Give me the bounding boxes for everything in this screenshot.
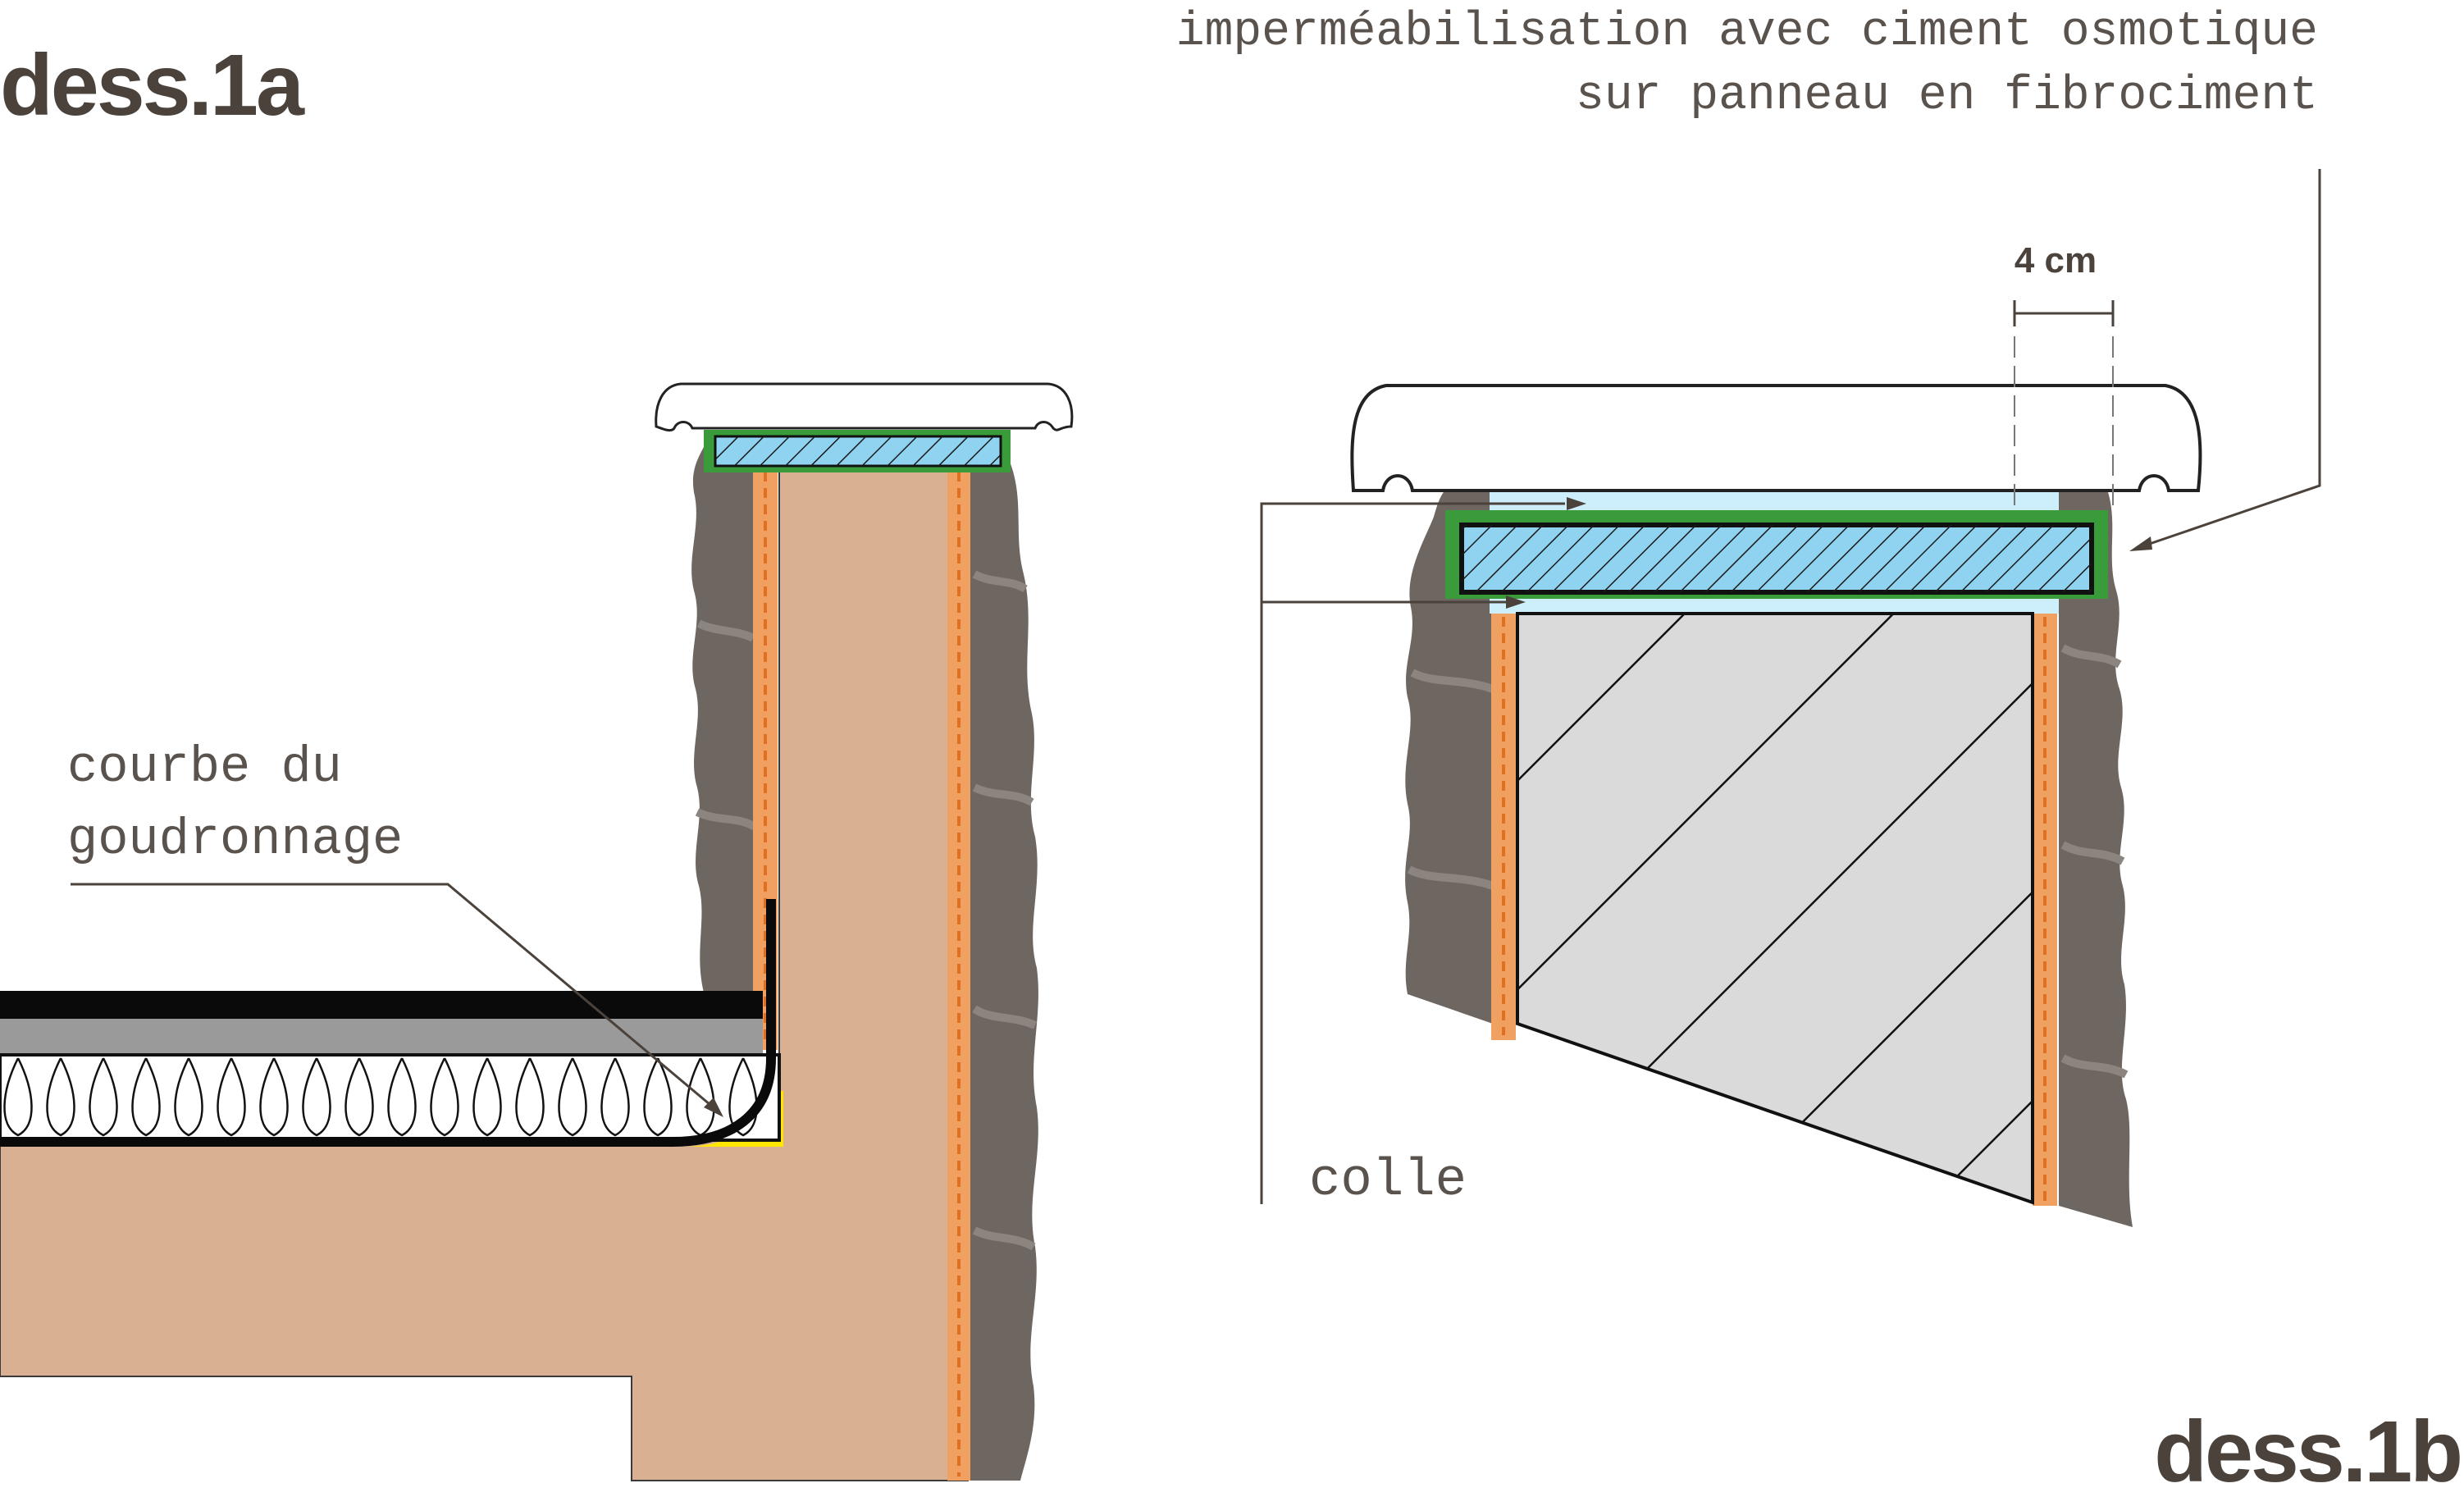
roof-membrane-top — [0, 991, 763, 1019]
leader-waterproof-arrow — [2129, 536, 2152, 551]
leader-glue — [1260, 502, 1565, 1204]
mortar-strip-right-1b — [2033, 614, 2057, 1206]
insulation-cell — [345, 1057, 374, 1137]
insulation-cell — [46, 1057, 75, 1137]
leader-glue-arrow-bottom — [1506, 596, 1526, 609]
figure-title-1a: dess.1a — [0, 37, 305, 134]
insulation-cell — [643, 1057, 673, 1137]
stone-wall-right-1b — [2059, 492, 2133, 1227]
insulation-cell — [89, 1057, 118, 1137]
mortar-strip-left-1b — [1491, 614, 1516, 1040]
coping-stone-1a — [655, 382, 1074, 432]
insulation-cell — [600, 1057, 630, 1137]
dimension-label: 4 cm — [2015, 240, 2097, 281]
drawing-1a: dess.1a courbe du g — [0, 37, 1074, 1481]
figure-title-1b: dess.1b — [2154, 1403, 2461, 1500]
leader-waterproof — [2137, 169, 2321, 550]
coping-stone-1b — [1350, 384, 2202, 492]
leader-curve — [71, 883, 716, 1111]
label-curve-line2: goudronnage — [67, 810, 403, 869]
leader-glue-arrow-top — [1567, 497, 1586, 510]
insulation-cell — [3, 1057, 33, 1137]
stone-wall-left-1b — [1405, 492, 1493, 1024]
label-waterproof-line1: imperméabilisation avec ciment osmotique — [1176, 6, 2318, 59]
insulation-cell — [174, 1057, 203, 1137]
insulation-cell — [430, 1057, 459, 1137]
hatched-block-lines — [1517, 614, 2033, 1203]
stone-joints-1a — [695, 570, 1038, 1251]
insulation-cell — [387, 1057, 417, 1137]
insulation-cell — [515, 1057, 545, 1137]
label-glue: colle — [1309, 1152, 1467, 1211]
panel-hatch-1a — [715, 436, 1001, 466]
insulation-cell — [259, 1057, 289, 1137]
panel-hatch-1b — [1462, 525, 2092, 592]
stone-facing-outer — [968, 447, 1038, 1481]
insulation-cell — [558, 1057, 587, 1137]
insulation-cell — [302, 1057, 331, 1137]
concrete-structure — [0, 467, 969, 1481]
insulation-cell — [728, 1057, 758, 1137]
stone-facing-inner — [691, 447, 755, 993]
tar-membrane — [0, 899, 776, 1147]
leader-curve-arrow — [704, 1098, 723, 1117]
insulation-cell — [131, 1057, 161, 1137]
label-waterproof-line2: sur panneau en fibrociment — [1576, 70, 2318, 123]
roof-screed — [0, 1019, 763, 1055]
drawing-1b: imperméabilisation avec ciment osmotique… — [1176, 6, 2463, 1500]
stone-joints-1b — [1407, 644, 2129, 1079]
label-curve-line1: courbe du — [67, 738, 342, 796]
insulation-cell — [472, 1057, 502, 1137]
insulation-cell — [217, 1057, 246, 1137]
